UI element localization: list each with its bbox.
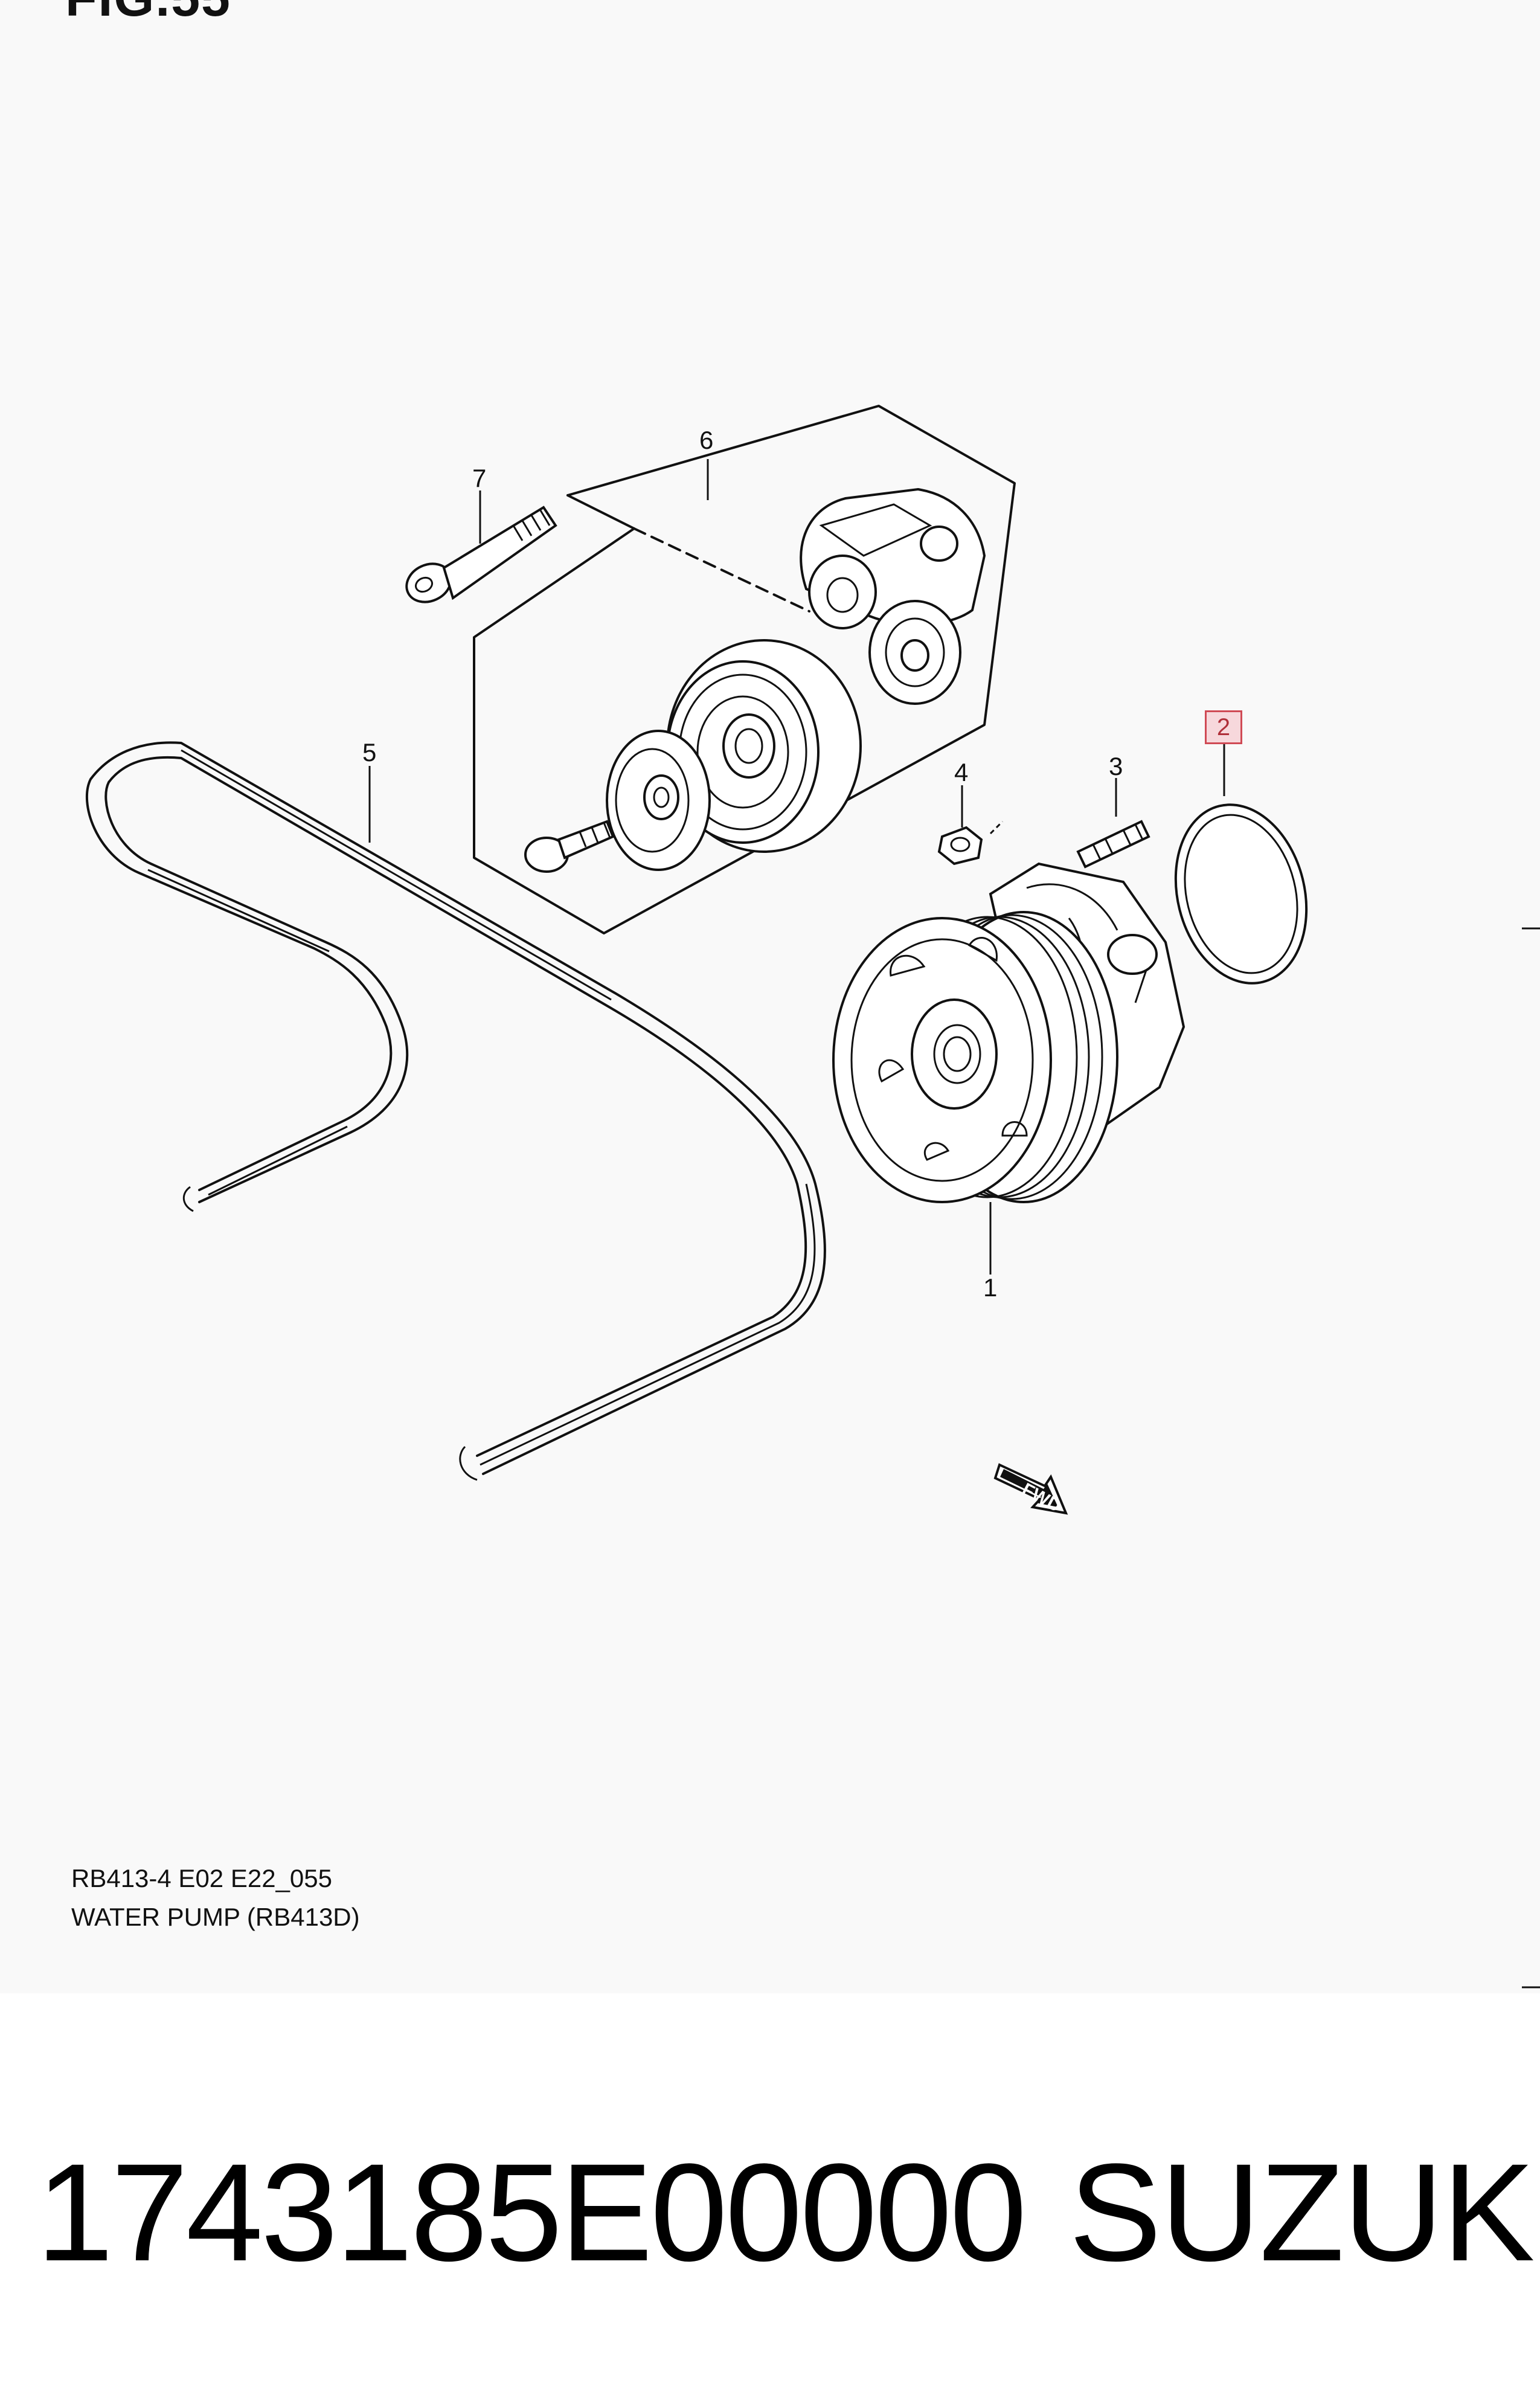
exploded-parts-diagram: FWD — [85, 405, 1540, 1989]
small-pulley — [606, 730, 711, 871]
water-pump — [832, 862, 1185, 1203]
callout-5: 5 — [362, 738, 377, 767]
callout-2: 2 — [1216, 714, 1231, 741]
figure-title: FIG.55 — [65, 0, 231, 28]
stud-3 — [1076, 820, 1150, 869]
tensioner-body — [800, 487, 986, 705]
callout-7: 7 — [472, 464, 487, 492]
callout-6: 6 — [699, 426, 714, 454]
bolt-7 — [405, 506, 557, 603]
callout-1: 1 — [983, 1273, 998, 1302]
drive-belt — [85, 741, 826, 1481]
o-ring-gasket — [1174, 803, 1308, 985]
leader-lines — [368, 459, 1225, 1275]
diagram-panel: FIG.55 — [65, 0, 1540, 1989]
flange-bolt — [524, 820, 615, 873]
nut-4 — [937, 820, 1004, 866]
callout-2-highlight[interactable]: 2 — [1205, 710, 1242, 744]
figure-name: WATER PUMP (RB413D) — [71, 1903, 360, 1931]
figure-code: RB413-4 E02 E22_055 — [71, 1864, 332, 1892]
part-number: 1743185E00000 — [36, 2135, 1027, 2290]
brand-name: SUZUKI — [1069, 2135, 1540, 2290]
callout-3: 3 — [1109, 752, 1123, 780]
fwd-arrow-icon: FWD — [993, 1463, 1068, 1516]
callout-4: 4 — [954, 758, 969, 786]
